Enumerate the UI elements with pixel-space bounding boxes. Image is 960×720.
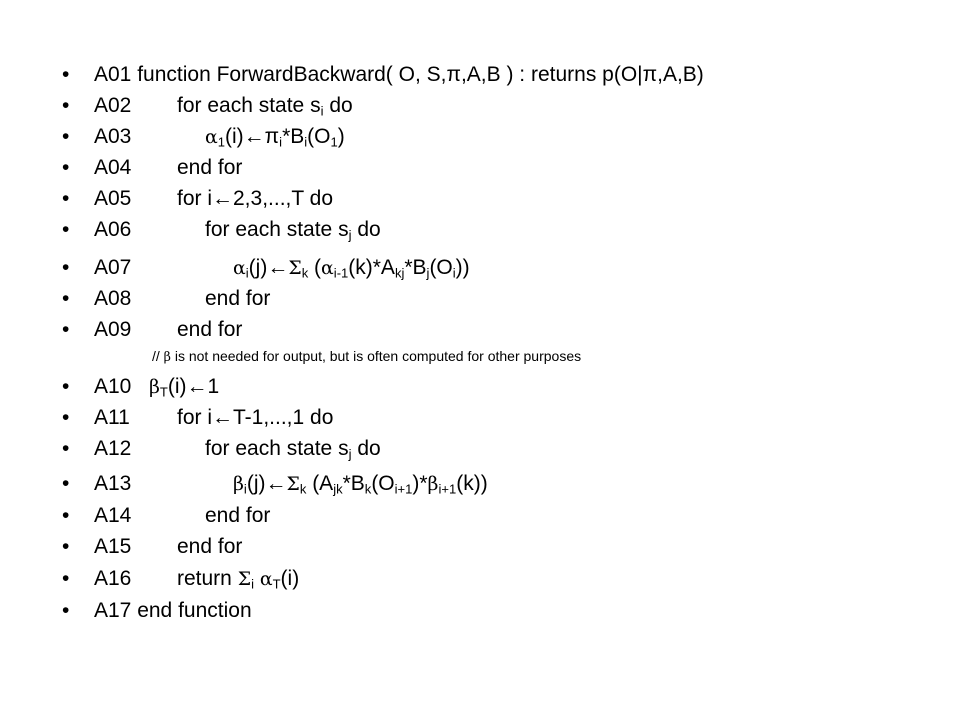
line-number: A05	[94, 187, 132, 210]
bullet: •	[62, 437, 70, 460]
code-text: for each state sj do	[205, 218, 381, 243]
formula-beta-recursion: βi(j)←Σk (Ajk*Bk(Oi+1)*βi+1(k))	[233, 472, 488, 497]
bullet: •	[62, 567, 70, 590]
code-text: A17 end function	[94, 599, 252, 622]
bullet: •	[62, 504, 70, 527]
line-number: A11	[94, 406, 130, 429]
line-number: A12	[94, 437, 132, 460]
bullet: •	[62, 156, 70, 179]
bullet: •	[62, 375, 70, 398]
code-text: for i←T-1,...,1 do	[177, 406, 334, 429]
formula-beta-init: βT(i)←1	[149, 375, 220, 400]
line-number: A13	[94, 472, 132, 495]
bullet: •	[62, 187, 70, 210]
code-text: for i←2,3,...,T do	[177, 187, 334, 210]
bullet: •	[62, 287, 70, 310]
line-number: A09	[94, 318, 132, 341]
code-text: end for	[177, 318, 243, 341]
line-number: A16	[94, 567, 132, 590]
bullet: •	[62, 94, 70, 117]
line-number: A10	[94, 375, 132, 398]
bullet: •	[62, 318, 70, 341]
line-number: A04	[94, 156, 132, 179]
bullet: •	[62, 406, 70, 429]
bullet: •	[62, 535, 70, 558]
code-text: end for	[177, 156, 243, 179]
formula-return: return Σi αT(i)	[177, 567, 300, 592]
line-number: A14	[94, 504, 132, 527]
bullet: •	[62, 125, 70, 148]
line-number: A03	[94, 125, 132, 148]
line-number: A08	[94, 287, 132, 310]
bullet: •	[62, 472, 70, 495]
line-number: A15	[94, 535, 132, 558]
bullet: •	[62, 599, 70, 622]
code-text: A01 function ForwardBackward( O, S,π,A,B…	[94, 63, 704, 86]
line-number: A06	[94, 218, 132, 241]
bullet: •	[62, 218, 70, 241]
bullet: •	[62, 256, 70, 279]
code-text: end for	[205, 287, 271, 310]
code-text: end for	[177, 535, 243, 558]
line-number: A02	[94, 94, 132, 117]
code-text: end for	[205, 504, 271, 527]
formula-alpha-init: α1(i)←πi*Bi(O1)	[205, 125, 345, 150]
formula-alpha-recursion: αi(j)←Σk (αi-1(k)*Akj*Bj(Oi))	[233, 256, 470, 281]
comment-line: // β is not needed for output, but is of…	[152, 348, 582, 364]
code-text: for each state sj do	[205, 437, 381, 462]
bullet: •	[62, 63, 70, 86]
line-number: A07	[94, 256, 132, 279]
code-text: for each state si do	[177, 94, 353, 119]
